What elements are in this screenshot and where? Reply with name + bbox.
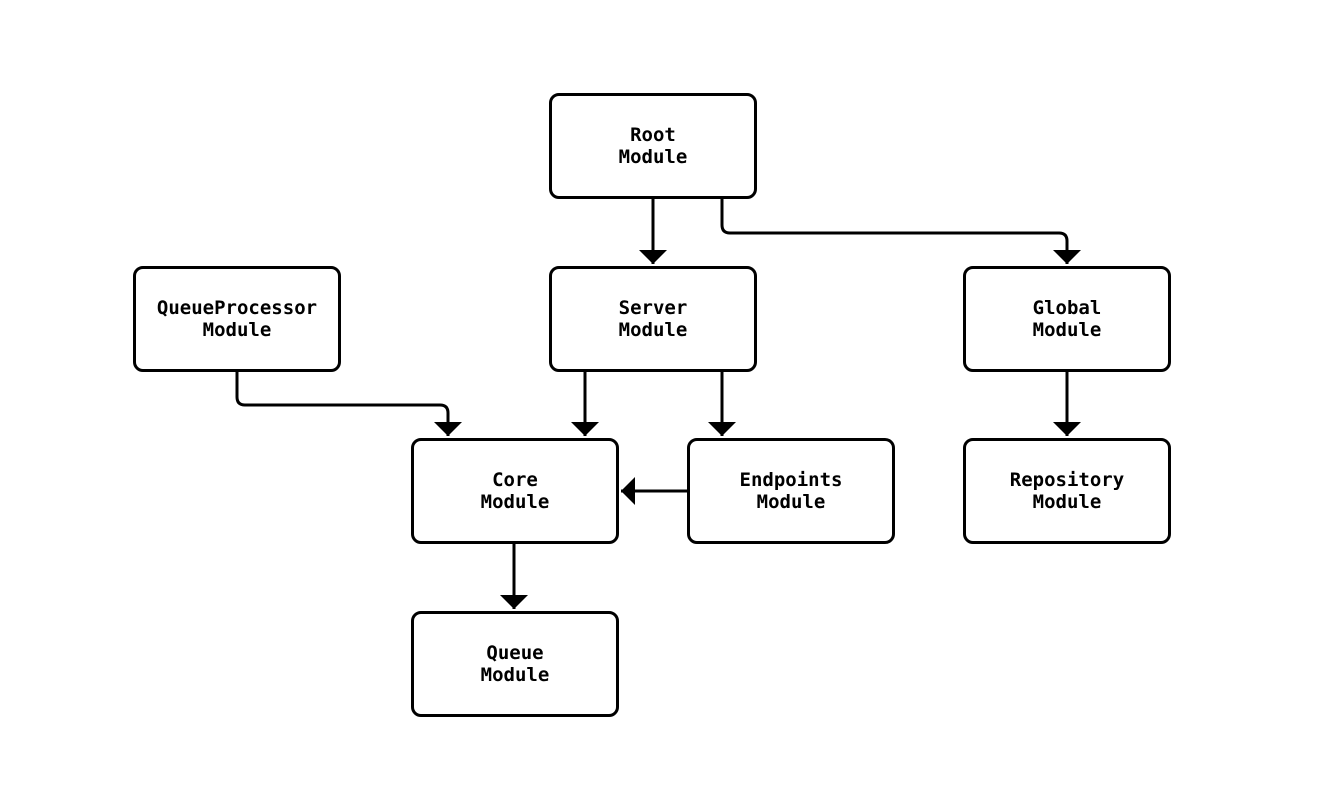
node-queue-module: Queue Module (411, 611, 619, 717)
node-core-module: Core Module (411, 438, 619, 544)
node-label-line: Module (1032, 491, 1102, 513)
node-repository-module: Repository Module (963, 438, 1171, 544)
node-label-line: Module (756, 491, 826, 513)
node-label-line: Module (618, 146, 688, 168)
node-root-module: Root Module (549, 93, 757, 199)
node-queueprocessor-module: QueueProcessor Module (133, 266, 341, 372)
node-label-line: Queue (486, 642, 544, 664)
node-label-line: Core (492, 469, 538, 491)
edge-queueprocessor-to-core (235, 372, 462, 436)
node-label-line: Module (1032, 319, 1102, 341)
node-label-line: Module (480, 491, 550, 513)
node-label-line: Module (202, 319, 272, 341)
edge-root-to-global (720, 199, 1081, 264)
node-endpoints-module: Endpoints Module (687, 438, 895, 544)
node-label-line: Server (618, 297, 688, 319)
node-label-line: Root (630, 124, 676, 146)
node-label-line: QueueProcessor (156, 297, 318, 319)
node-label-line: Global (1032, 297, 1102, 319)
node-global-module: Global Module (963, 266, 1171, 372)
node-label-line: Endpoints (739, 469, 843, 491)
node-server-module: Server Module (549, 266, 757, 372)
node-label-line: Module (618, 319, 688, 341)
node-label-line: Module (480, 664, 550, 686)
node-label-line: Repository (1009, 469, 1125, 491)
